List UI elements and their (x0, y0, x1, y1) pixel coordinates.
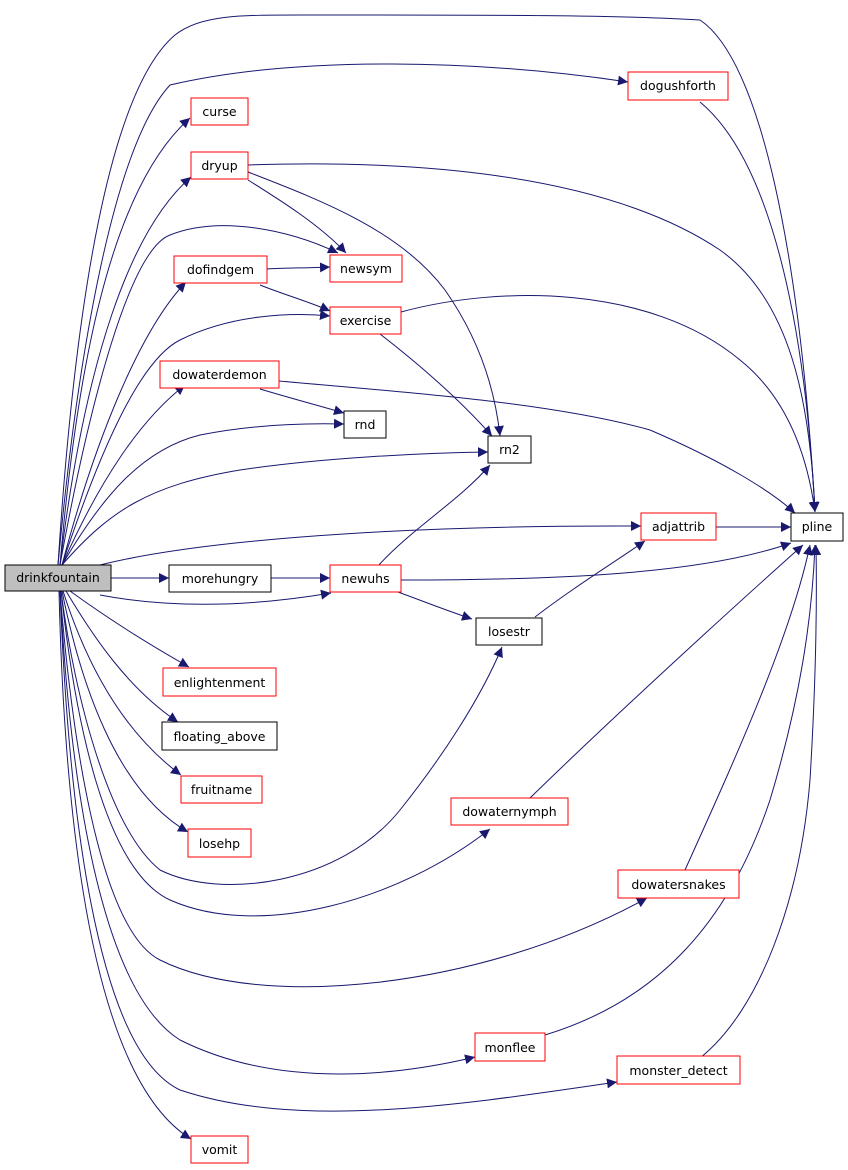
edge-drinkfountain-floating_above (65, 590, 179, 723)
node-label: rnd (355, 417, 376, 432)
edge-drinkfountain-monflee (59, 590, 476, 1075)
edge-newuhs-rn2 (377, 464, 491, 567)
node-morehungry[interactable]: morehungry (168, 564, 272, 593)
node-rn2[interactable]: rn2 (487, 435, 532, 464)
edge-drinkfountain-dofindgem (61, 281, 187, 566)
node-label: adjattrib (652, 519, 705, 534)
node-dofindgem[interactable]: dofindgem (173, 255, 268, 284)
node-label: dofindgem (187, 262, 254, 277)
edge-drinkfountain-enlightenment (69, 590, 190, 668)
node-label: curse (202, 104, 236, 119)
node-exercise[interactable]: exercise (329, 306, 402, 335)
node-label: monster_detect (629, 1063, 727, 1078)
edge-dofindgem-exercise (259, 284, 331, 312)
edge-drinkfountain-losestr (60, 590, 503, 885)
edge-drinkfountain-newsym (59, 225, 339, 566)
edge-dofindgem-newsym (266, 262, 331, 273)
edge-dowaternymph-pline (529, 544, 804, 799)
node-label: floating_above (174, 729, 266, 744)
node-label: drinkfountain (16, 570, 100, 585)
node-pline[interactable]: pline (790, 512, 844, 542)
edge-drinkfountain-curse (59, 117, 191, 566)
node-drinkfountain[interactable]: drinkfountain (4, 564, 112, 592)
edge-losestr-adjattrib (534, 540, 646, 618)
edge-drinkfountain-monster_detect (59, 590, 618, 1112)
node-label: dowaternymph (462, 804, 556, 819)
edge-monflee-pline (544, 544, 820, 1036)
edge-dogushforth-pline (699, 101, 820, 513)
node-label: dryup (201, 158, 237, 173)
node-label: enlightenment (174, 675, 266, 690)
node-label: pline (802, 519, 833, 534)
node-monflee[interactable]: monflee (474, 1032, 546, 1062)
edge-drinkfountain-dowaterdemon (61, 384, 186, 566)
edge-drinkfountain-dogushforth (57, 63, 629, 566)
node-label: losehp (199, 836, 240, 851)
edge-drinkfountain-dowaternymph (60, 590, 491, 917)
node-newuhs[interactable]: newuhs (329, 564, 402, 593)
node-label: vomit (202, 1142, 238, 1157)
edge-dryup-pline (247, 163, 820, 513)
node-label: dogushforth (640, 78, 716, 93)
edge-drinkfountain-dowatersnakes (59, 590, 648, 988)
node-floating_above[interactable]: floating_above (161, 721, 278, 751)
node-monster_detect[interactable]: monster_detect (616, 1055, 741, 1085)
node-dogushforth[interactable]: dogushforth (627, 71, 729, 101)
edges (57, 14, 822, 1140)
edge-dowatersnakes-pline (684, 544, 813, 871)
node-fruitname[interactable]: fruitname (180, 775, 263, 804)
edge-drinkfountain-exercise (61, 310, 331, 566)
edge-drinkfountain-newuhs (99, 589, 332, 605)
edge-drinkfountain-rn2 (61, 447, 489, 566)
node-adjattrib[interactable]: adjattrib (640, 512, 717, 541)
node-label: rn2 (499, 442, 520, 457)
node-label: dowaterdemon (172, 367, 266, 382)
node-dowaterdemon[interactable]: dowaterdemon (159, 360, 280, 389)
edge-drinkfountain-pline-top (57, 14, 820, 566)
node-dowaternymph[interactable]: dowaternymph (450, 797, 569, 826)
node-label: newsym (340, 261, 392, 276)
edge-drinkfountain-losehp (61, 590, 189, 833)
edge-exercise-pline (400, 295, 819, 513)
node-losehp[interactable]: losehp (187, 828, 252, 858)
node-newsym[interactable]: newsym (329, 254, 403, 283)
node-label: morehungry (182, 571, 259, 586)
node-label: monflee (484, 1040, 535, 1055)
edge-dryup-newsym (247, 179, 347, 254)
node-dryup[interactable]: dryup (190, 151, 249, 180)
edge-dowaterdemon-rnd (259, 388, 345, 416)
edge-drinkfountain-vomit (58, 590, 192, 1140)
node-vomit[interactable]: vomit (190, 1135, 249, 1164)
edge-dowaterdemon-pline (278, 380, 796, 514)
node-label: newuhs (341, 571, 389, 586)
edge-newuhs-losestr (397, 591, 473, 621)
node-losestr[interactable]: losestr (475, 617, 543, 646)
node-rnd[interactable]: rnd (343, 410, 387, 439)
node-enlightenment[interactable]: enlightenment (162, 667, 277, 697)
edge-drinkfountain-fruitname (62, 590, 182, 776)
edge-drinkfountain-adjattrib (99, 520, 642, 566)
edge-exercise-rn2 (379, 333, 493, 437)
edge-newuhs-pline (400, 541, 792, 581)
node-label: losestr (488, 624, 531, 639)
edge-drinkfountain-rnd (61, 418, 345, 566)
node-label: dowatersnakes (631, 877, 725, 892)
node-dowatersnakes[interactable]: dowatersnakes (617, 869, 740, 899)
edge-drinkfountain-dryup (59, 176, 192, 566)
edge-dryup-rn2 (247, 171, 504, 437)
node-curse[interactable]: curse (190, 97, 249, 126)
edge-monster_detect-pline (699, 544, 822, 1059)
node-label: fruitname (191, 782, 253, 797)
node-label: exercise (340, 313, 392, 328)
